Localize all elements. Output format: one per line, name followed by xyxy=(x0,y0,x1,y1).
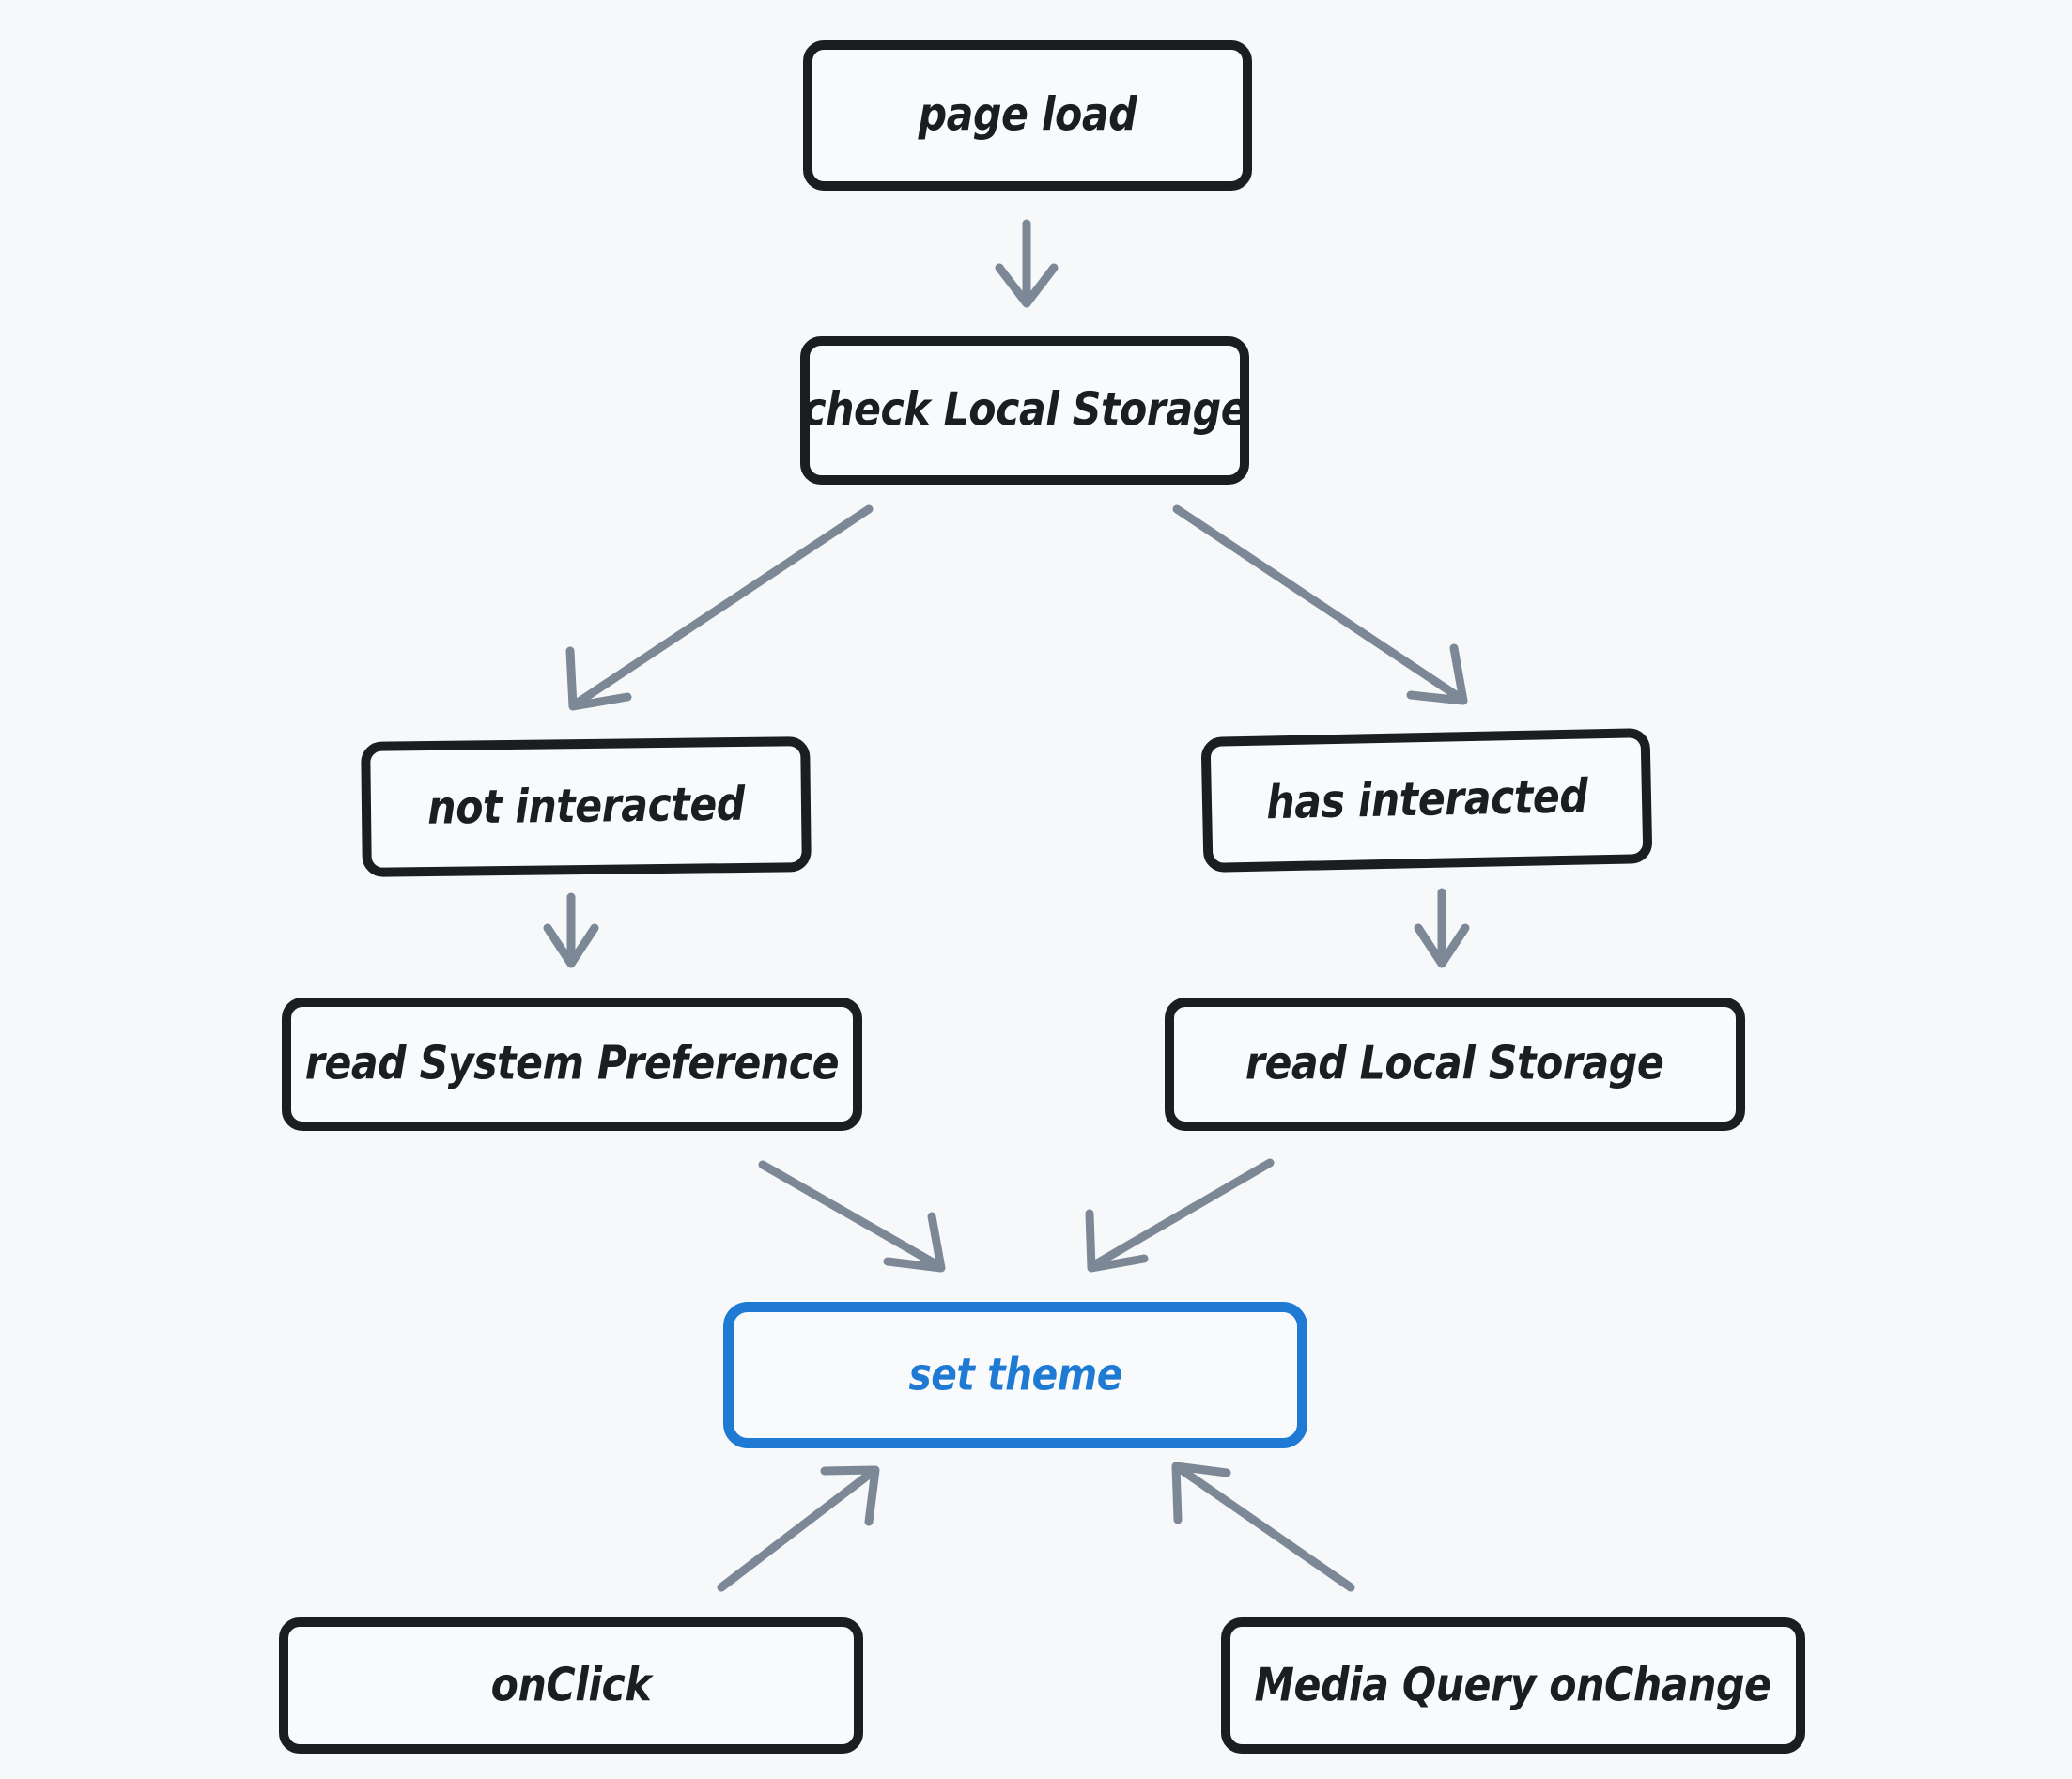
edge-media-query-to-set-theme xyxy=(1171,1462,1355,1592)
node-set-theme-label: set theme xyxy=(908,1349,1122,1400)
node-page-load[interactable]: page load xyxy=(803,40,1252,191)
node-on-click-label: onClick xyxy=(490,1658,652,1712)
node-media-query-on-change[interactable]: Media Query onChange xyxy=(1221,1617,1805,1754)
node-not-interacted[interactable]: not interacted xyxy=(361,736,812,877)
node-media-query-on-change-label: Media Query onChange xyxy=(1254,1658,1771,1712)
node-set-theme[interactable]: set theme xyxy=(723,1302,1307,1448)
node-check-local-storage-label: check Local Storage xyxy=(802,382,1247,437)
node-read-local-storage-label: read Local Storage xyxy=(1245,1036,1664,1091)
node-read-system-preference[interactable]: read System Preference xyxy=(282,998,862,1131)
edge-page-load-to-check-local xyxy=(995,219,1059,308)
node-has-interacted-label: has interacted xyxy=(1265,769,1588,830)
node-not-interacted-label: not interacted xyxy=(426,777,746,836)
edge-check-local-to-not-interacted xyxy=(565,504,874,711)
node-read-local-storage[interactable]: read Local Storage xyxy=(1165,998,1745,1131)
edge-on-click-to-set-theme xyxy=(717,1465,880,1592)
node-read-system-preference-label: read System Preference xyxy=(304,1036,840,1091)
edge-read-system-pref-to-set-theme xyxy=(758,1160,946,1273)
edge-read-local-to-set-theme xyxy=(1085,1158,1275,1273)
node-page-load-label: page load xyxy=(918,87,1137,142)
edge-not-interacted-to-read-system-pref xyxy=(543,892,599,968)
edge-check-local-to-has-interacted xyxy=(1172,504,1468,705)
edge-has-interacted-to-read-local xyxy=(1414,888,1470,968)
node-check-local-storage[interactable]: check Local Storage xyxy=(800,336,1249,485)
node-on-click[interactable]: onClick xyxy=(279,1617,863,1754)
node-has-interacted[interactable]: has interacted xyxy=(1200,728,1653,873)
